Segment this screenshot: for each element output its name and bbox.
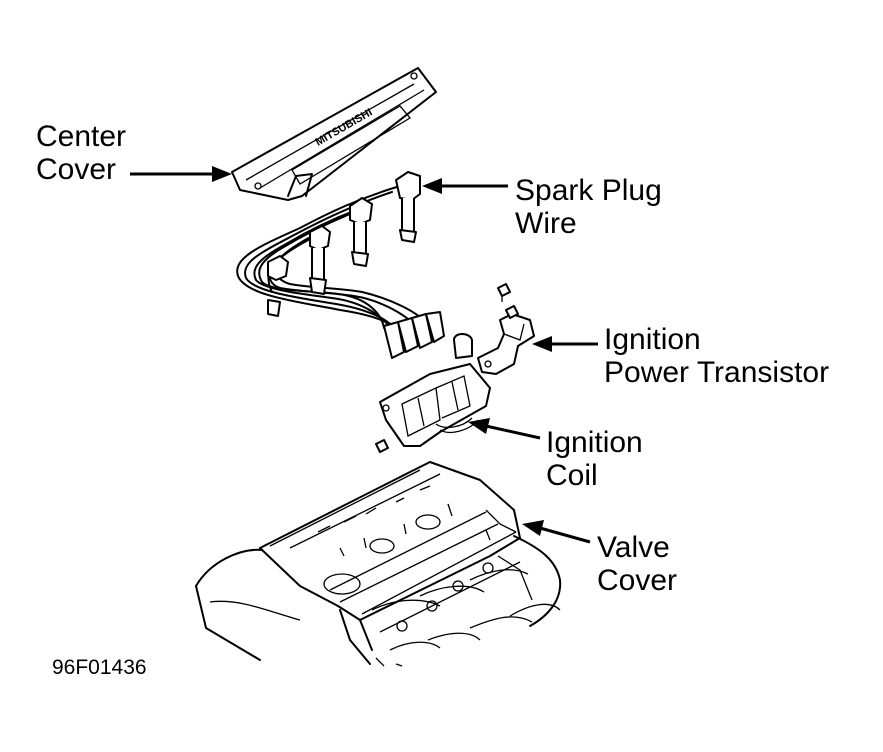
spark-plug-boots	[267, 171, 421, 317]
arrow-valve-cover	[522, 520, 591, 544]
ignition-power-transistor	[477, 283, 535, 375]
label-valve-cover-line1: Valve	[597, 531, 670, 564]
arrow-ignition-power-transistor	[532, 336, 598, 352]
label-spark-plug-wire-line1: Spark Plug	[515, 174, 662, 207]
ignition-coil	[375, 363, 491, 453]
label-ignition-power-transistor-line2: Power Transistor	[604, 356, 830, 389]
figure-code: 96F01436	[52, 656, 147, 679]
valve-cover-engine	[195, 461, 562, 667]
arrow-center-cover	[130, 166, 232, 182]
label-ignition-power-transistor-line1: Ignition	[604, 323, 701, 356]
coil-end-boots	[383, 311, 473, 359]
label-valve-cover-line2: Cover	[597, 564, 678, 597]
label-center-cover-line2: Cover	[36, 153, 117, 186]
arrow-spark-plug-wire	[422, 178, 508, 194]
arrow-ignition-coil	[468, 418, 541, 440]
label-ignition-coil-line2: Coil	[546, 459, 598, 492]
spark-plug-wires	[236, 183, 433, 341]
label-center-cover-line1: Center	[36, 120, 127, 153]
label-spark-plug-wire-line2: Wire	[515, 207, 577, 240]
label-ignition-coil-line1: Ignition	[546, 426, 643, 459]
